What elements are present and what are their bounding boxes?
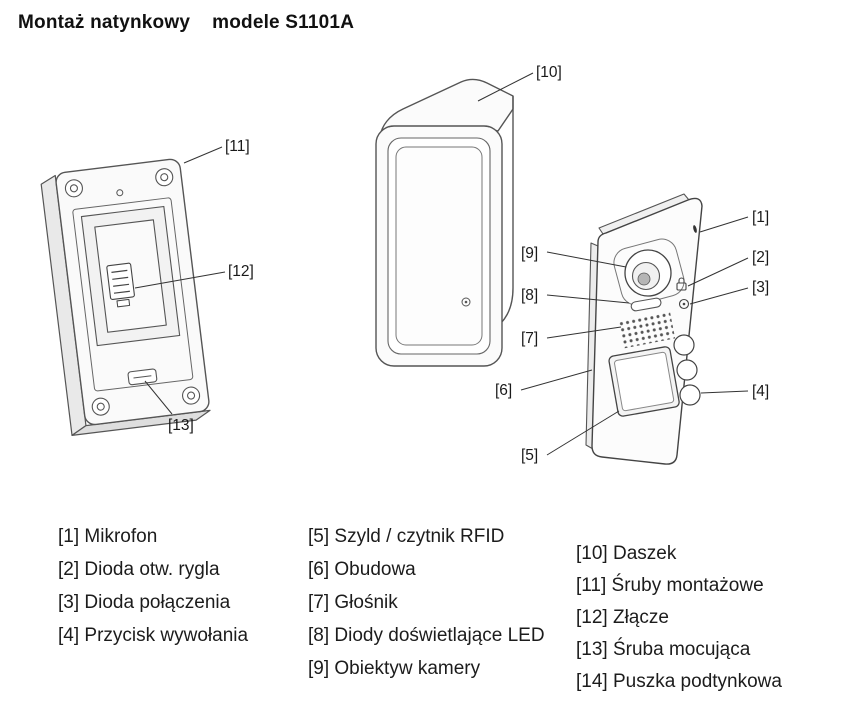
callout-9: [9] (521, 245, 538, 262)
leader-line-5 (546, 410, 620, 456)
illumination-led-window (630, 297, 662, 312)
callout-1: [1] (752, 209, 769, 226)
microphone-hole (693, 225, 697, 233)
fixing-screw-notch (127, 368, 158, 386)
leader-line-7 (546, 326, 622, 339)
callout-7: [7] (521, 330, 538, 347)
legend-column-2: [5] Szyld / czytnik RFID [6] Obudowa [7]… (308, 520, 545, 685)
page-title: Montaż natynkowy modele S1101A (18, 12, 354, 34)
callout-5: [5] (521, 447, 538, 464)
call-led-icon (678, 298, 690, 310)
leader-line-4 (700, 390, 749, 394)
inner-recess (72, 197, 194, 392)
legend-item-12: [12] Złącze (576, 607, 669, 628)
rfid-reader-inner (614, 351, 675, 412)
call-buttons (673, 334, 701, 406)
legend-item-8: [8] Diody doświetlające LED (308, 625, 545, 646)
callout-13: [13] (168, 417, 194, 434)
legend-item-3: [3] Dioda połączenia (58, 592, 231, 613)
rain-hood-drawing (375, 78, 514, 367)
technical-diagram: [10] [11] [12] [13] [9] [8] [7] [6] [5] … (40, 64, 769, 465)
legend-item-11: [11] Śruby montażowe (576, 575, 764, 596)
leader-line-8 (546, 294, 630, 304)
camera-lens-pupil (637, 272, 651, 286)
leader-line-12 (134, 271, 226, 289)
legend-item-5: [5] Szyld / czytnik RFID (308, 526, 505, 547)
legend-item-1: [1] Mikrofon (58, 526, 158, 547)
hood-screw-hole (461, 297, 471, 307)
back-box-drawing (40, 158, 211, 436)
callout-12: [12] (228, 263, 254, 280)
leader-line-6 (520, 369, 593, 391)
legend-item-7: [7] Głośnik (308, 592, 398, 613)
leader-line-11 (183, 146, 223, 164)
legend-item-13: [13] Śruba mocująca (576, 639, 751, 660)
callout-3: [3] (752, 279, 769, 296)
callout-8: [8] (521, 287, 538, 304)
legend-item-4: [4] Przycisk wywołania (58, 625, 249, 646)
leader-line-9 (546, 251, 627, 268)
leader-lines (134, 72, 749, 456)
connector-block (106, 262, 135, 308)
leader-line-10 (477, 72, 534, 102)
legend-item-14: [14] Puszka podtynkowa (576, 671, 782, 692)
callout-10: [10] (536, 64, 562, 81)
mounting-screws (64, 168, 201, 416)
front-panel-drawing (585, 193, 703, 465)
callout-6: [6] (495, 382, 512, 399)
speaker-grille (618, 310, 676, 349)
title-mounting-type: Montaż natynkowy (18, 12, 191, 33)
legend-item-9: [9] Obiektyw kamery (308, 658, 481, 679)
leader-line-3 (689, 287, 749, 305)
legend-item-10: [10] Daszek (576, 543, 677, 564)
legend-column-1: [1] Mikrofon [2] Dioda otw. rygla [3] Di… (58, 520, 248, 652)
lock-led-icon (676, 277, 687, 291)
legend-item-6: [6] Obudowa (308, 559, 416, 580)
callout-2: [2] (752, 249, 769, 266)
hood-screw-hole-center (464, 300, 468, 304)
leader-line-13 (144, 380, 173, 415)
title-model: modele S1101A (212, 12, 355, 33)
callout-4: [4] (752, 383, 769, 400)
top-center-hole (116, 189, 124, 197)
hood-back-plate (395, 146, 483, 346)
callout-labels: [10] [11] [12] [13] [9] [8] [7] [6] [5] … (168, 64, 769, 464)
leader-line-1 (699, 216, 749, 233)
callout-11: [11] (225, 138, 250, 155)
back-box-bottom-side (71, 409, 211, 436)
leader-line-2 (687, 257, 749, 287)
legend-column-3: [10] Daszek [11] Śruby montażowe [12] Zł… (576, 538, 782, 698)
legend-item-2: [2] Dioda otw. rygla (58, 559, 220, 580)
